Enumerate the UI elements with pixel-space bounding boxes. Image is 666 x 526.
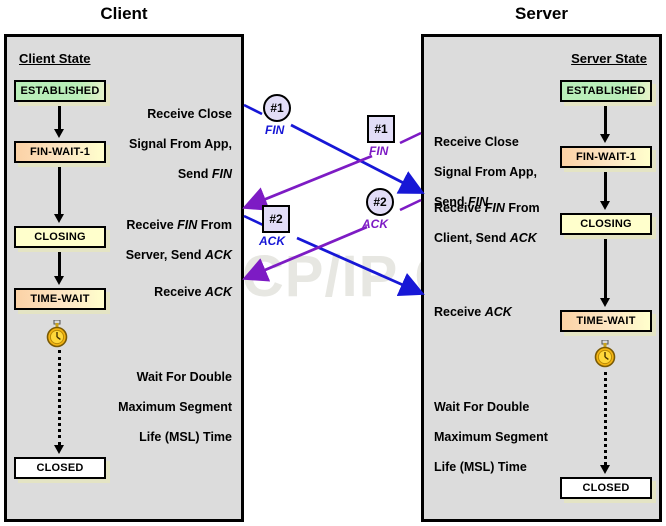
server-event-receive-fin-em2: ACK xyxy=(509,231,537,245)
client-state-closed[interactable]: CLOSED xyxy=(14,457,106,479)
message-marker-server-fin[interactable]: #1 xyxy=(367,115,395,143)
client-event-send-fin-l1: Receive Close xyxy=(147,107,232,121)
stopwatch-icon xyxy=(592,339,618,368)
client-state-time-wait[interactable]: TIME-WAIT xyxy=(14,288,106,310)
client-wait-note-l1: Wait For Double xyxy=(136,370,232,384)
client-event-receive-fin-l2: Server, Send xyxy=(125,248,205,262)
server-event-receive-fin-l2: Client, Send xyxy=(434,231,510,245)
message-marker-client-fin[interactable]: #1 xyxy=(263,94,291,122)
server-event-receive-fin-em1: FIN xyxy=(484,201,505,215)
wire-server-ack-stub xyxy=(399,198,422,212)
server-transition-closing-to-timewait xyxy=(600,239,611,307)
wire-client-fin-stub xyxy=(243,103,263,116)
server-event-send-fin-l1: Receive Close xyxy=(434,135,519,149)
server-state-closing[interactable]: CLOSING xyxy=(560,213,652,235)
server-wait-note-l2: Maximum Segment xyxy=(434,430,548,444)
client-event-receive-fin-l1: Receive xyxy=(126,218,178,232)
server-event-send-fin-l2: Signal From App, xyxy=(434,165,538,179)
message-marker-client-ack[interactable]: #2 xyxy=(262,205,290,233)
client-transition-finwait1-to-closing xyxy=(54,167,65,223)
client-event-receive-ack-em: ACK xyxy=(204,285,232,299)
message-label-server-fin: FIN xyxy=(369,144,389,158)
server-wait-note-l3: Life (MSL) Time xyxy=(434,460,527,474)
client-state-established[interactable]: ESTABLISHED xyxy=(14,80,106,102)
wire-client-ack-stub xyxy=(243,214,264,227)
wire-server-fin-stub xyxy=(399,131,422,145)
client-wait-note-l2: Maximum Segment xyxy=(118,400,232,414)
message-marker-server-ack[interactable]: #2 xyxy=(366,188,394,216)
server-event-receive-ack-em: ACK xyxy=(484,305,512,319)
wire-server-fin xyxy=(242,154,373,211)
server-transition-timewait-to-closed xyxy=(600,372,611,474)
client-transition-established-to-finwait1 xyxy=(54,106,65,138)
server-event-receive-ack-l1: Receive xyxy=(434,305,485,319)
client-transition-timewait-to-closed xyxy=(54,350,65,454)
client-event-receive-fin: Receive FIN From Server, Send ACK xyxy=(100,203,232,263)
client-state-closing[interactable]: CLOSING xyxy=(14,226,106,248)
client-state-heading: Client State xyxy=(19,51,91,66)
server-event-receive-fin-l1b: From xyxy=(504,201,540,215)
server-state-closed[interactable]: CLOSED xyxy=(560,477,652,499)
server-state-heading: Server State xyxy=(571,51,647,66)
client-panel: Client State xyxy=(4,34,244,522)
client-event-send-fin: Receive Close Signal From App, Send FIN xyxy=(104,92,232,182)
stopwatch-icon xyxy=(44,319,70,348)
client-event-receive-fin-l1b: From xyxy=(197,218,232,232)
wire-client-fin xyxy=(290,123,425,194)
client-transition-closing-to-timewait xyxy=(54,252,65,285)
message-label-server-ack: ACK xyxy=(362,217,388,231)
server-event-send-fin: Receive Close Signal From App, Send FIN xyxy=(434,120,574,210)
server-transition-established-to-finwait1 xyxy=(600,106,611,143)
client-event-receive-ack-l1: Receive xyxy=(154,285,205,299)
column-title-client: Client xyxy=(100,4,148,23)
client-event-send-fin-l2: Signal From App, xyxy=(128,137,232,151)
server-state-fin-wait-1[interactable]: FIN-WAIT-1 xyxy=(560,146,652,168)
server-state-established[interactable]: ESTABLISHED xyxy=(560,80,652,102)
server-transition-finwait1-to-closing xyxy=(600,172,611,210)
client-event-receive-fin-em1: FIN xyxy=(177,218,198,232)
client-event-receive-fin-em2: ACK xyxy=(204,248,232,262)
server-wait-note: Wait For Double Maximum Segment Life (MS… xyxy=(434,385,584,475)
client-event-receive-ack: Receive ACK xyxy=(100,270,232,300)
client-state-fin-wait-1[interactable]: FIN-WAIT-1 xyxy=(14,141,106,163)
server-event-receive-ack: Receive ACK xyxy=(434,290,580,320)
client-wait-note-l3: Life (MSL) Time xyxy=(139,430,232,444)
client-event-send-fin-l3: Send xyxy=(177,167,212,181)
server-event-receive-fin: Receive FIN From Client, Send ACK xyxy=(434,186,580,246)
server-wait-note-l1: Wait For Double xyxy=(434,400,530,414)
server-event-receive-fin-l1: Receive xyxy=(434,201,485,215)
client-event-send-fin-em: FIN xyxy=(211,167,232,181)
message-label-client-fin: FIN xyxy=(265,123,285,137)
client-wait-note: Wait For Double Maximum Segment Life (MS… xyxy=(94,355,232,445)
column-title-server: Server xyxy=(515,4,568,23)
server-event-send-fin-l3: Send xyxy=(434,195,469,209)
server-event-send-fin-em: FIN xyxy=(468,195,489,209)
message-label-client-ack: ACK xyxy=(259,234,285,248)
server-state-time-wait[interactable]: TIME-WAIT xyxy=(560,310,652,332)
